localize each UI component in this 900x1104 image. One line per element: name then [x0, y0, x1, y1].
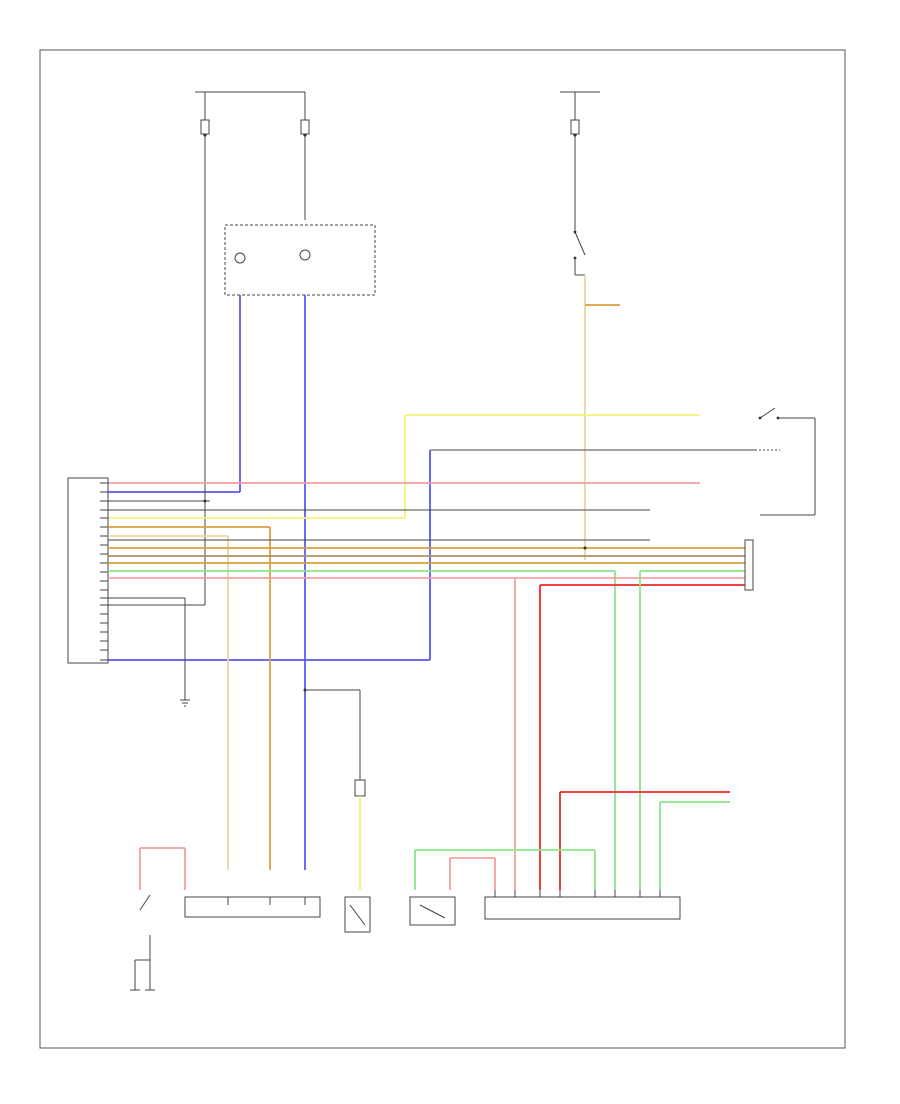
- fuse-block-right: [560, 91, 600, 220]
- stop-lamp-switch: [573, 220, 586, 276]
- diagram-frame: [39, 49, 846, 1049]
- rear-connector-pins: [494, 890, 661, 897]
- abs-hydraulic-unit-connector: [184, 896, 321, 918]
- lamp-left-icon: [234, 252, 246, 264]
- diagnostic-fuse: [354, 779, 366, 797]
- left-bottom-switch: [130, 847, 186, 991]
- ground-icon: [180, 699, 190, 707]
- fuse-block-left: [195, 91, 310, 240]
- right-harness-connector: [744, 539, 754, 591]
- combination-meter: [224, 224, 376, 296]
- lamp-right-icon: [299, 249, 311, 261]
- abs-pin-ticks: [100, 482, 108, 661]
- parking-brake-switch: [758, 407, 816, 516]
- rear-sensor-connector: [484, 896, 681, 920]
- abs-control-unit: [67, 477, 109, 664]
